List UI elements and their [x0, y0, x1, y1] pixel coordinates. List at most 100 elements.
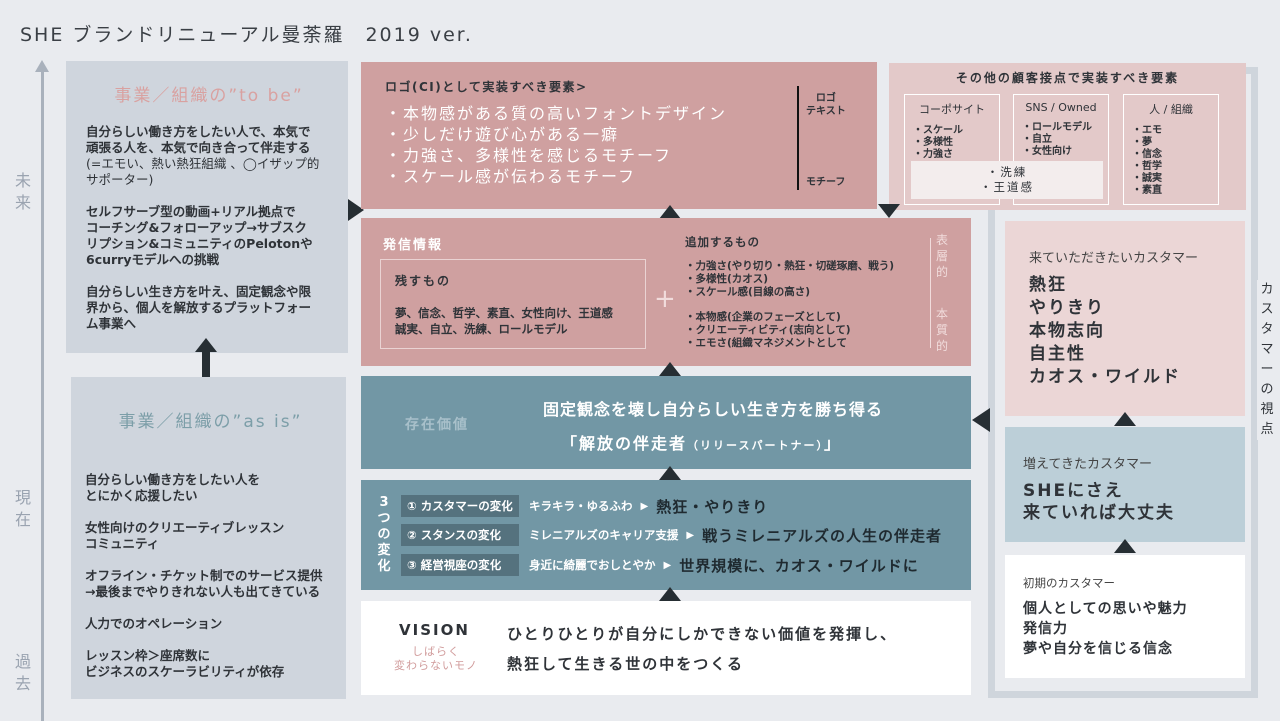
- arrow-up-icon: [659, 587, 681, 601]
- surface-label: 表層的: [936, 233, 949, 279]
- list-item: ・夢: [1132, 137, 1152, 148]
- wanted-customer-box: 来ていただきたいカスタマー 熱狂 やりきり 本物志向 自主性 カオス・ワイルド: [1005, 221, 1245, 416]
- change-from: ミレニアルズのキャリア支援: [529, 528, 679, 542]
- touchpoint-sns: SNS / Owned ・ロールモデル ・自立 ・女性向け: [1013, 94, 1109, 205]
- existence-sub: （リリースパートナー）: [687, 439, 824, 452]
- axis-label-future: 未来: [14, 171, 31, 212]
- as-is-para: 人力でのオペレーション: [85, 616, 223, 631]
- existence-value-box: 存在価値 固定観念を壊し自分らしい生き方を勝ち得る 「解放の伴走者（リリースパー…: [361, 376, 971, 469]
- arrow-up-icon: [1114, 412, 1136, 426]
- list-item: ・多様性: [913, 137, 953, 148]
- arrow-up-icon: [659, 205, 681, 219]
- arrow-up-icon: [195, 338, 217, 352]
- list-item: ・女性向け: [1022, 146, 1072, 157]
- customer-traits: SHEにさえ 来ていれば大丈夫: [1023, 481, 1175, 523]
- arrow-down-icon: [878, 204, 900, 218]
- logo-item: ・力強さ、多様性を感じるモチーフ: [385, 146, 673, 165]
- keep-text: 夢、信念、哲学、素直、女性向け、王道感 誠実、自立、洗練、ロールモデル: [395, 306, 613, 336]
- axis-label-past: 過去: [14, 652, 31, 693]
- existence-label: 存在価値: [405, 417, 469, 433]
- list-item: ・エモさ(組織マネジメントとして: [685, 337, 847, 349]
- list-item: ・洗練: [986, 165, 1028, 179]
- list-item: ・本物感(企業のフェーズとして): [685, 311, 841, 323]
- logo-item: ・本物感がある質の高いフォントデザイン: [385, 104, 728, 123]
- as-is-para: 女性向けのクリエーティブレッスン コミュニティ: [85, 520, 285, 551]
- customer-heading: 増えてきたカスタマー: [1023, 457, 1152, 472]
- as-is-box: 事業／組織の”as is” 自分らしい働き方をしたい人を とにかく応援したい 女…: [71, 377, 346, 699]
- changes-label: 3つの変化: [377, 495, 391, 574]
- change-to: 戦うミレニアルズの人生の伴走者: [702, 526, 942, 545]
- customer-traits: 個人としての思いや魅力 発信力 夢や自分を信じる信念: [1023, 601, 1188, 657]
- vision-box: VISION しばらく 変わらないモノ ひとりひとりが自分にしかできない価値を発…: [361, 601, 971, 695]
- to-be-para: 自分らしい働き方をしたい人で、本気で 頑張る人を、本気で向き合って伴走する: [86, 124, 311, 155]
- keep-box: 残すもの 夢、信念、哲学、素直、女性向け、王道感 誠実、自立、洗練、ロールモデル: [380, 259, 646, 349]
- list-item: ・素直: [1132, 185, 1162, 196]
- list-item: ・クリエーティビティ(志向として): [685, 324, 851, 336]
- shared-elements-box: ・洗練 ・王道感: [911, 161, 1103, 199]
- list-item: ・スケール: [913, 125, 963, 136]
- early-customer-box: 初期のカスタマー 個人としての思いや魅力 発信力 夢や自分を信じる信念: [1005, 555, 1245, 678]
- arrow-up-icon: [659, 362, 681, 376]
- play-arrow-icon: ▶: [686, 529, 695, 541]
- customer-heading: 来ていただきたいカスタマー: [1029, 251, 1199, 266]
- list-item: ・信念: [1132, 149, 1162, 160]
- scale-bottom-label: モチーフ: [806, 177, 846, 188]
- to-be-box: 事業／組織の”to be” 自分らしい働き方をしたい人で、本気で 頑張る人を、本…: [66, 61, 348, 353]
- change-from: 身近に綺麗でおしとやか: [529, 558, 656, 572]
- page-title: SHE ブランドリニューアル曼荼羅 2019 ver.: [20, 24, 473, 46]
- plus-icon: +: [654, 284, 676, 314]
- scale-top-label: ロゴ テキスト: [806, 93, 846, 117]
- change-tag: ① カスタマーの変化: [401, 495, 519, 517]
- as-is-title: 事業／組織の”as is”: [118, 412, 303, 432]
- messaging-box: 発信情報 残すもの 夢、信念、哲学、素直、女性向け、王道感 誠実、自立、洗練、ロ…: [361, 218, 971, 366]
- keep-title: 残すもの: [395, 274, 452, 288]
- essence-label: 本質的: [936, 307, 949, 353]
- play-arrow-icon: ▶: [663, 559, 672, 571]
- add-list-surface: ・力強さ(やり切り・熱狂・切磋琢磨、戦う) ・多様性(カオス) ・スケール感(目…: [685, 260, 894, 350]
- list-item: ・多様性(カオス): [685, 273, 769, 285]
- arrow-up-icon: [1114, 539, 1136, 553]
- as-is-para: オフライン・チケット制でのサービス提供 →最後までやりきれない人も出てきている: [85, 568, 323, 599]
- existence-line2: 「解放の伴走者（リリースパートナー）」: [561, 430, 842, 454]
- existence-main: 「解放の伴走者: [561, 434, 688, 453]
- touchpoints-title: その他の顧客接点で実装すべき要素: [955, 71, 1180, 85]
- as-is-para: レッスン枠＞座席数に ビジネスのスケーラビリティが依存: [85, 648, 285, 679]
- axis-label-present: 現在: [14, 488, 31, 529]
- play-arrow-icon: ▶: [640, 500, 649, 512]
- arrow-left-icon: [972, 408, 990, 432]
- change-tag: ② スタンスの変化: [401, 524, 519, 546]
- to-be-para: 自分らしい生き方を叶え、固定観念や限 界から、個人を解放するプラットフォー ム事…: [86, 284, 312, 331]
- list-item: ・誠実: [1132, 173, 1162, 184]
- logo-title: ロゴ(CI)として実装すべき要素>: [385, 80, 588, 94]
- arrow-right-icon: [348, 199, 364, 221]
- touchpoints-box: その他の顧客接点で実装すべき要素 コーポサイト ・スケール ・多様性 ・力強さ …: [889, 63, 1246, 210]
- change-row: ② スタンスの変化 ミレニアルズのキャリア支援 ▶ 戦うミレニアルズの人生の伴走…: [401, 524, 942, 546]
- change-tag: ③ 経営視座の変化: [401, 554, 519, 576]
- existence-end: 」: [823, 434, 842, 453]
- as-is-para: 自分らしい働き方をしたい人を とにかく応援したい: [85, 472, 261, 503]
- customer-traits: 熱狂 やりきり 本物志向 自主性 カオス・ワイルド: [1029, 275, 1181, 387]
- to-be-para: セルフサーブ型の動画+リアル拠点で コーチング&フォローアップ→サブスク リプシ…: [86, 204, 313, 267]
- change-row: ① カスタマーの変化 キラキラ・ゆるふわ ▶ 熱狂・やりきり: [401, 495, 768, 517]
- logo-item: ・スケール感が伝わるモチーフ: [385, 167, 637, 186]
- depth-scale-arrow: [930, 238, 931, 348]
- column-heading: コーポサイト: [919, 103, 985, 116]
- to-be-title: 事業／組織の”to be”: [114, 86, 304, 106]
- customer-heading: 初期のカスタマー: [1023, 576, 1115, 590]
- vision-label: VISION: [399, 621, 470, 639]
- logo-item: ・少しだけ遊び心がある一癖: [385, 125, 620, 144]
- vision-sub: しばらく 変わらないモノ: [394, 645, 478, 672]
- arrow-up-icon: [659, 466, 681, 480]
- change-to: 熱狂・やりきり: [656, 497, 769, 516]
- vision-text-2: 熱狂して生きる世の中をつくる: [507, 655, 744, 673]
- vision-text-1: ひとりひとりが自分にしかできない価値を発揮し、: [507, 625, 898, 643]
- list-item: ・自立: [1022, 134, 1052, 145]
- list-item: ・力強さ(やり切り・熱狂・切磋琢磨、戦う): [685, 260, 895, 272]
- change-from: キラキラ・ゆるふわ: [529, 499, 633, 513]
- change-row: ③ 経営視座の変化 身近に綺麗でおしとやか ▶ 世界規模に、カオス・ワイルドに: [401, 554, 919, 576]
- scale-arrow: [797, 86, 799, 190]
- add-title: 追加するもの: [685, 235, 760, 249]
- arrow-up-icon: [35, 60, 49, 72]
- list-item: ・力強さ: [913, 149, 953, 160]
- column-heading: 人 / 組織: [1149, 103, 1193, 116]
